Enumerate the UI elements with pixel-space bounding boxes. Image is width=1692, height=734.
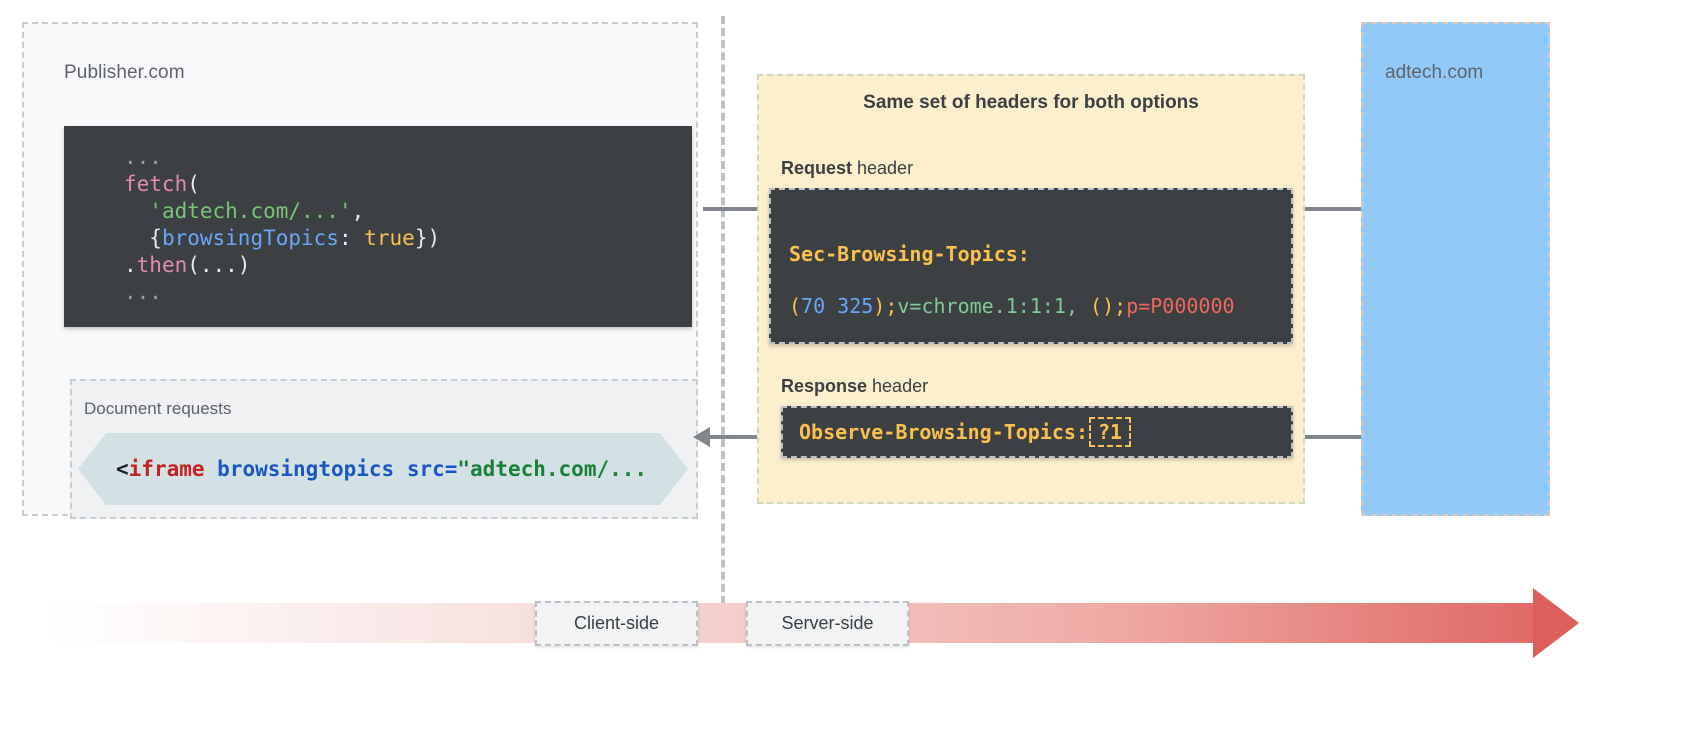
connector-headers-to-publisher: [710, 435, 772, 439]
code-token: browsingTopics: [161, 226, 339, 250]
document-requests-label: Document requests: [84, 399, 232, 418]
client-side-label: Client-side: [535, 601, 698, 646]
document-requests-panel: Document requests <iframe browsingtopics…: [70, 379, 698, 519]
code-token: [124, 199, 149, 223]
code-token: p=P000000: [1126, 294, 1235, 318]
code-line: fetch(: [124, 171, 692, 198]
response-header-label-rest: header: [867, 376, 929, 396]
code-token: );: [873, 294, 898, 318]
code-token: {: [124, 226, 162, 250]
response-header-label-strong: Response: [781, 376, 868, 396]
request-header-value: (70 325);v=chrome.1:1:1, ();p=P000000: [789, 294, 1235, 318]
request-header-box: Sec-Browsing-Topics: (70 325);v=chrome.1…: [769, 188, 1293, 344]
adtech-panel: adtech.com: [1361, 22, 1550, 516]
code-token: ...: [124, 145, 162, 169]
code-token: }): [414, 226, 441, 250]
code-token: ,: [351, 199, 365, 223]
request-header-label-rest: header: [852, 158, 914, 178]
code-token: v=chrome.1:1:1,: [897, 294, 1079, 318]
code-token: then: [136, 253, 188, 277]
response-header-value-badge: ?1: [1088, 417, 1132, 447]
connector-headers-to-adtech: [1295, 207, 1373, 211]
code-line: {browsingTopics: true}): [124, 225, 692, 252]
timeline-arrow-icon: [1533, 588, 1579, 658]
publisher-panel-label: Publisher.com: [64, 62, 185, 83]
code-token: 70 325: [801, 294, 874, 318]
code-token: ...: [124, 280, 162, 304]
code-token: ();: [1078, 294, 1127, 318]
code-line: ...: [124, 279, 692, 306]
code-line: .then(...): [124, 252, 692, 279]
response-header-box: Observe-Browsing-Topics: ?1: [781, 406, 1293, 458]
code-token: browsingtopics src=: [217, 456, 458, 481]
code-token: .: [124, 253, 137, 277]
code-token: <: [116, 456, 129, 481]
code-line: 'adtech.com/...',: [124, 198, 692, 225]
code-token: fetch: [124, 172, 188, 196]
request-header-name: Sec-Browsing-Topics:: [789, 242, 1030, 266]
headers-panel-title: Same set of headers for both options: [863, 92, 1199, 113]
iframe-tag-shape: <iframe browsingtopics src="adtech.com/.…: [78, 433, 688, 505]
code-line: ...: [124, 144, 692, 171]
response-header-label: Response header: [781, 376, 928, 397]
fetch-code-text: ...fetch( 'adtech.com/...', {browsingTop…: [64, 144, 692, 306]
server-side-label: Server-side: [746, 601, 909, 646]
code-token: iframe: [128, 456, 205, 481]
code-token: "adtech.com/...: [457, 456, 648, 481]
code-token: true: [364, 226, 415, 250]
publisher-panel: Publisher.com ...fetch( 'adtech.com/...'…: [22, 22, 698, 519]
arrow-left-icon: [693, 427, 710, 447]
client-server-divider: [721, 16, 725, 616]
code-token: :: [338, 226, 365, 250]
request-header-label-strong: Request: [781, 158, 853, 178]
code-token: (: [187, 172, 200, 196]
code-token: (...): [187, 253, 251, 277]
connector-adtech-to-headers: [1295, 435, 1373, 439]
fetch-code-block: ...fetch( 'adtech.com/...', {browsingTop…: [64, 126, 692, 327]
adtech-panel-label: adtech.com: [1385, 62, 1484, 83]
iframe-tag-text: <iframe browsingtopics src="adtech.com/.…: [78, 456, 647, 483]
code-token: 'adtech.com/...': [149, 199, 352, 223]
code-token: [205, 457, 218, 481]
response-header-name: Observe-Browsing-Topics:: [799, 420, 1088, 444]
code-token: (: [789, 294, 802, 318]
request-header-label: Request header: [781, 158, 913, 179]
headers-panel: Same set of headers for both options Req…: [757, 74, 1305, 504]
connector-publisher-to-headers: [703, 207, 767, 211]
